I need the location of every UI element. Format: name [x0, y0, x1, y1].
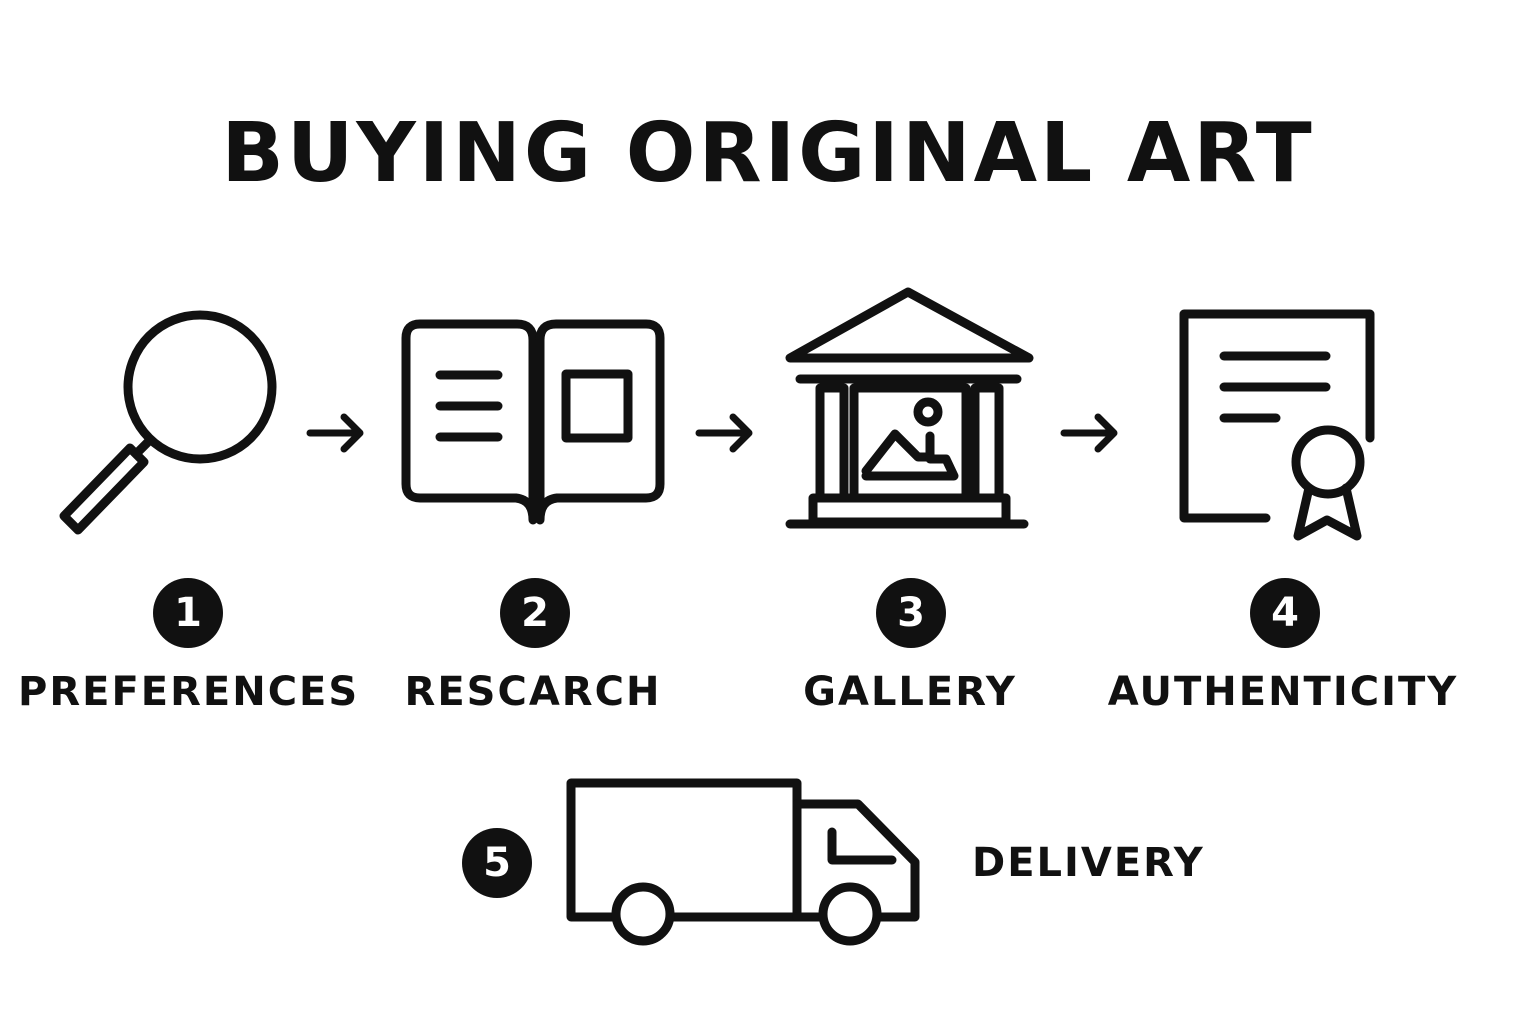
step-number-badge: 2	[500, 578, 570, 648]
step-label-authenticity: AUTHENTICITY	[1107, 669, 1459, 715]
diagram-title: BUYING ORIGINAL ART	[221, 106, 1315, 201]
step-label-research: RESCARCH	[404, 669, 662, 715]
step-number-badge: 1	[153, 578, 223, 648]
step-number-badge: 4	[1250, 578, 1320, 648]
step-label-delivery: DELIVERY	[972, 840, 1205, 886]
step-label-gallery: GALLERY	[803, 669, 1017, 715]
step-label-preferences: PREFERENCES	[18, 669, 360, 715]
step-number-badge: 3	[876, 578, 946, 648]
step-number-badge: 5	[462, 828, 532, 898]
